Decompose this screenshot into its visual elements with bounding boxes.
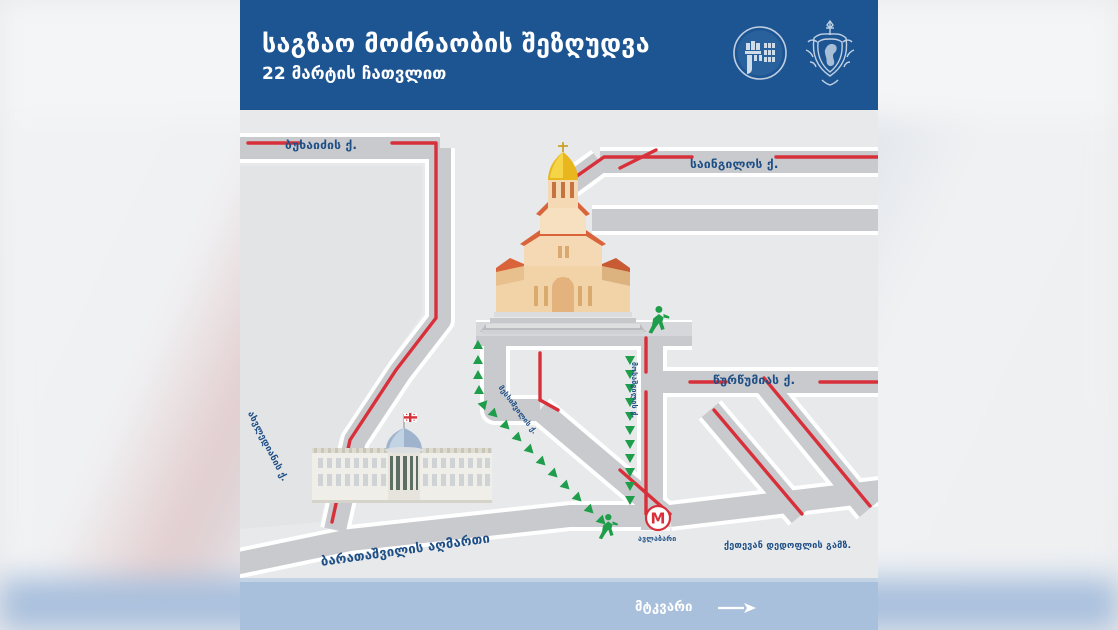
logo-group [732,18,864,92]
street-label-bukhaidze: ბუხაიძის ქ. [285,138,358,152]
mtkvari-river [240,578,878,630]
page-title: საგზაო მოძრაობის შეზღუდვა [262,28,650,58]
ministry-internal-affairs-emblem-icon [802,18,858,92]
pedestrian-figure-icon-south [598,514,618,540]
header-banner: საგზაო მოძრაობის შეზღუდვა 22 მარტის ჩათვ… [240,0,878,110]
map-svg: M [240,110,878,630]
tbilisi-city-hall-emblem-icon [732,25,788,85]
street-label-mosashvili: მოსაშვილის ქ. [630,362,638,419]
city-blocks [240,166,422,530]
metro-station-label: ავლაბარი [638,535,677,543]
presidential-palace-illustration [312,413,492,503]
page-subtitle: 22 მარტის ჩათვლით [262,64,447,85]
river-flow-arrow-icon [718,603,756,613]
georgian-flag-icon [403,413,417,428]
header-text-group: საგზაო მოძრაობის შეზღუდვა 22 მარტის ჩათვ… [262,26,732,85]
street-label-saingilo: საინგილოს ქ. [690,157,779,171]
river-label: მტკვარი [635,600,693,615]
sameba-cathedral-illustration [480,142,646,334]
svg-text:M: M [651,510,666,528]
infographic-poster: საგზაო მოძრაობის შეზღუდვა 22 მარტის ჩათვ… [240,0,878,630]
map-canvas: M [240,110,878,630]
metro-station-icon[interactable]: M [644,504,672,532]
street-label-ketevan-dedopali: ქეთევან დედოფლის გამზ. [724,541,852,551]
pedestrian-figure-icon-north [648,306,670,334]
street-label-tsurtsumia: წურწუმიას ქ. [713,373,796,387]
